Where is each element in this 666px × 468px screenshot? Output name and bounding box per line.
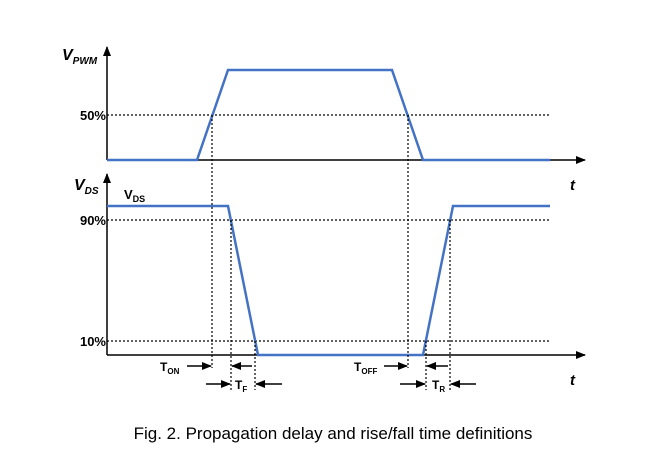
ton-label: TON xyxy=(160,360,180,376)
level-90-label: 90% xyxy=(80,213,106,228)
top-time-label: t xyxy=(570,177,576,194)
figure-caption: Fig. 2. Propagation delay and rise/fall … xyxy=(133,424,533,443)
timing-reference-lines xyxy=(211,115,451,390)
level-50-label: 50% xyxy=(80,108,106,123)
vpwm-axis-label: VPWM xyxy=(62,47,98,67)
tf-label: TF xyxy=(235,378,247,394)
level-10-label: 10% xyxy=(80,334,106,349)
timing-diagram: VPWM 50% t VDS VDS 90% 10% t xyxy=(62,46,586,394)
bottom-time-label: t xyxy=(570,372,576,389)
vpwm-waveform xyxy=(107,68,550,162)
vds-signal-label: VDS xyxy=(124,187,145,204)
timing-arrows xyxy=(187,362,476,388)
toff-label: TOFF xyxy=(354,360,377,376)
vds-axis-label: VDS xyxy=(74,177,99,197)
vds-waveform xyxy=(107,204,550,357)
tr-label: TR xyxy=(432,378,445,394)
